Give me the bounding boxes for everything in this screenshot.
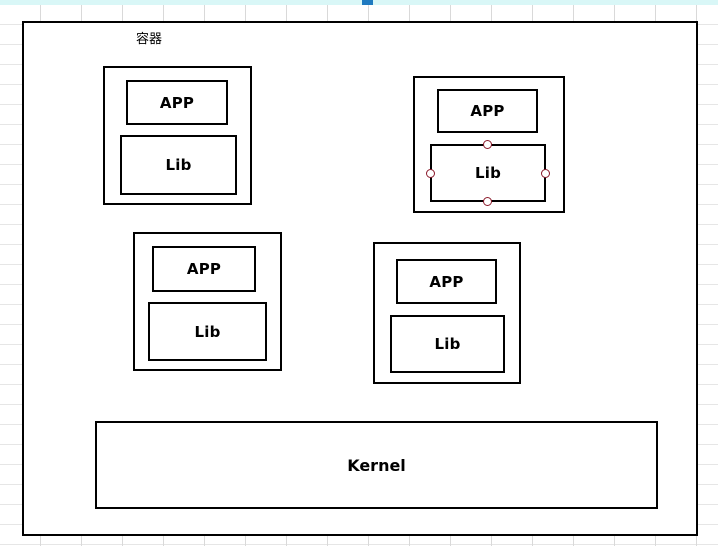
selection-handle-top[interactable] xyxy=(483,140,492,149)
group-top-right-app-box[interactable]: APP xyxy=(437,89,538,133)
group-bottom-left-app-label: APP xyxy=(186,260,222,278)
group-top-right-lib-label: Lib xyxy=(474,164,502,182)
group-bottom-right-lib-label: Lib xyxy=(434,335,461,353)
group-top-left-app-label: APP xyxy=(159,93,195,112)
group-bottom-right-app-box[interactable]: APP xyxy=(396,259,497,304)
group-top-left-lib-box[interactable]: Lib xyxy=(120,135,237,195)
group-bottom-left-lib-label: Lib xyxy=(194,322,221,341)
group-bottom-right-app-label: APP xyxy=(429,272,464,291)
kernel-label: Kernel xyxy=(347,455,406,475)
selection-handle-left[interactable] xyxy=(426,169,435,178)
group-bottom-left-app-box[interactable]: APP xyxy=(152,246,256,292)
group-bottom-left-lib-box[interactable]: Lib xyxy=(148,302,267,361)
group-top-right-lib-box[interactable]: Lib xyxy=(430,144,546,202)
group-bottom-right-lib-box[interactable]: Lib xyxy=(390,315,505,373)
group-top-right-app-label: APP xyxy=(470,102,505,120)
kernel-box[interactable]: Kernel xyxy=(95,421,658,509)
group-top-left-app-box[interactable]: APP xyxy=(126,80,228,125)
column-selection-marker[interactable] xyxy=(362,0,373,5)
container-label: 容器 xyxy=(136,32,163,47)
selection-handle-bottom[interactable] xyxy=(483,197,492,206)
group-top-left-lib-label: Lib xyxy=(165,156,192,174)
selection-handle-right[interactable] xyxy=(541,169,550,178)
column-header-selection-band xyxy=(0,0,718,5)
